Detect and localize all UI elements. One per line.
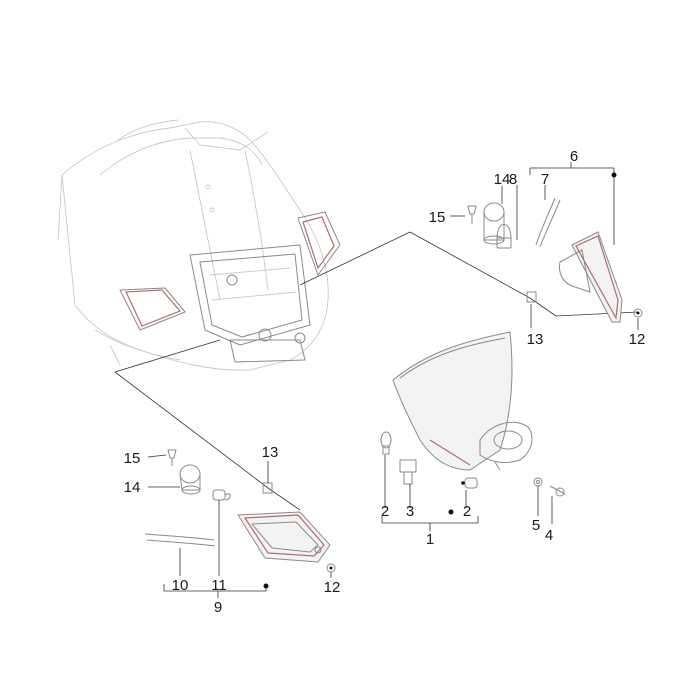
bulb-11 [212, 489, 231, 501]
callout-label: 11 [211, 577, 227, 594]
pin-15-lower [167, 449, 177, 466]
callout-label: 9 [214, 599, 222, 616]
callout-label: 14 [124, 479, 141, 496]
reference-dots [263, 172, 617, 589]
bulb-2-right [461, 477, 478, 489]
leader-lines [147, 162, 639, 598]
callout-label: 8 [509, 171, 517, 188]
callout-label: 13 [527, 331, 544, 348]
callout-label: 7 [541, 171, 549, 188]
callout-label: 4 [545, 527, 553, 544]
callout-label: 15 [429, 209, 446, 226]
bulb-2-left [380, 431, 392, 455]
callout-label: 10 [172, 577, 189, 594]
socket-14-lower [179, 464, 201, 495]
screw-12-lower [326, 563, 336, 573]
callout-label: 14 [494, 171, 511, 188]
callout-label: 3 [406, 503, 414, 520]
callout-label: 13 [262, 444, 279, 461]
screw-4 [549, 485, 566, 497]
callout-label: 5 [532, 517, 540, 534]
right-indicator-assembly [467, 197, 643, 323]
socket-14-upper [483, 202, 505, 245]
left-indicator-assembly [144, 449, 336, 573]
callout-label: 1 [426, 531, 434, 548]
callout-label: 12 [629, 331, 646, 348]
clip-13-upper [526, 291, 537, 303]
washer-5 [533, 477, 543, 487]
bulb-3 [399, 459, 417, 485]
callout-label: 2 [463, 503, 471, 520]
callout-label: 6 [570, 148, 578, 165]
callout-label: 15 [124, 450, 141, 467]
callout-labels: 1 2 3 2 4 5 6 7 8 14 15 13 12 9 10 11 12… [124, 148, 646, 616]
clip-13-lower [262, 482, 273, 494]
callout-label: 2 [381, 503, 389, 520]
screw-12-upper [633, 308, 643, 318]
gasket-10 [144, 533, 216, 547]
callout-label: 12 [324, 579, 341, 596]
assembly-lines [114, 231, 639, 511]
headlight-assembly [380, 331, 566, 497]
pin-15-upper [467, 205, 477, 224]
scooter-front-body [57, 119, 341, 371]
